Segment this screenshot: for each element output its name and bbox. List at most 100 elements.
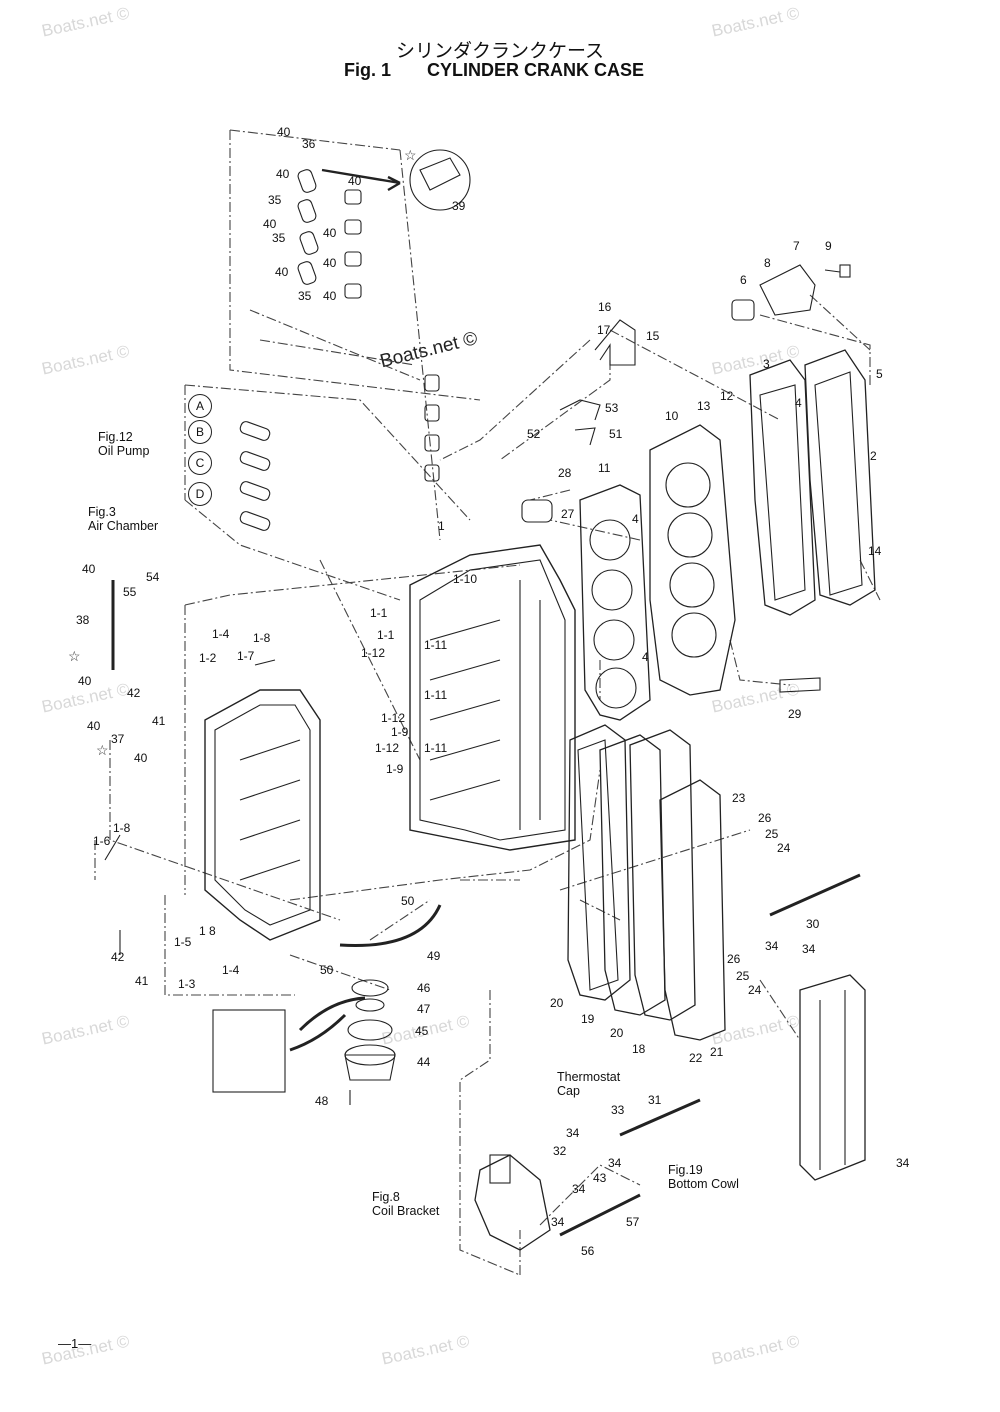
callout: 37: [111, 732, 125, 746]
callout: 34: [896, 1156, 910, 1170]
callout: 1-3: [178, 977, 196, 991]
callout: 24: [777, 841, 791, 855]
callout: 1-10: [453, 572, 478, 586]
callout: 16: [598, 300, 612, 314]
callout: 11: [598, 461, 611, 475]
star-mark: ☆: [96, 742, 109, 758]
callout: 25: [765, 827, 779, 841]
callout: 10: [665, 409, 679, 423]
callout: 17: [597, 323, 611, 337]
circle-ref-d: D: [188, 482, 212, 506]
callout: 13: [697, 399, 711, 413]
callout: 40: [134, 751, 148, 765]
callout: 22: [689, 1051, 703, 1065]
callout: 51: [609, 427, 623, 441]
callout: 29: [788, 707, 802, 721]
callout: 19: [581, 1012, 595, 1026]
star-mark: ☆: [404, 147, 417, 163]
callout: 31: [648, 1093, 662, 1107]
callout: 48: [315, 1094, 329, 1108]
callout: 35: [298, 289, 312, 303]
callout: 46: [417, 981, 431, 995]
callout: 41: [152, 714, 166, 728]
circle-ref-b: B: [188, 420, 212, 444]
callout: 40: [78, 674, 92, 688]
callout: 4: [642, 650, 649, 664]
callout: 20: [610, 1026, 624, 1040]
callout: 40: [276, 167, 290, 181]
callout: 54: [146, 570, 160, 584]
callout: 24: [748, 983, 762, 997]
callout: 1-6: [93, 834, 111, 848]
callout: 26: [727, 952, 741, 966]
callout: 1-11: [424, 638, 448, 652]
callout: 1-1: [370, 606, 388, 620]
callout: 1-12: [375, 741, 400, 755]
callout: 1-8: [113, 821, 131, 835]
callout: 15: [646, 329, 660, 343]
callout: 43: [593, 1171, 607, 1185]
callout: 9: [825, 239, 832, 253]
callout: 1-1: [377, 628, 395, 642]
star-mark: ☆: [68, 648, 81, 664]
callout: 40: [87, 719, 101, 733]
callout: 45: [415, 1024, 429, 1038]
callout: 4: [632, 512, 639, 526]
callout: 42: [111, 950, 125, 964]
callout: 40: [323, 256, 337, 270]
callout: 39: [452, 199, 466, 213]
callout: 1-8: [253, 631, 271, 645]
callout: 1-5: [174, 935, 192, 949]
callout: 21: [710, 1045, 724, 1059]
callout: 36: [302, 137, 316, 151]
callout: 52: [527, 427, 541, 441]
callout: 1-12: [381, 711, 406, 725]
callout: 1: [438, 519, 445, 533]
callout: 35: [272, 231, 286, 245]
callout: 47: [417, 1002, 431, 1016]
callout: 35: [268, 193, 282, 207]
callout: 7: [793, 239, 800, 253]
callout: 50: [401, 894, 415, 908]
callout: 30: [806, 917, 820, 931]
callout: 56: [581, 1244, 595, 1258]
callout: 2: [870, 449, 877, 463]
callout: 32: [553, 1144, 567, 1158]
callout: 14: [868, 544, 882, 558]
callout: 34: [802, 942, 816, 956]
callout: 1-4: [212, 627, 230, 641]
page-number: —1—: [58, 1336, 92, 1351]
callout: 1-11: [424, 741, 448, 755]
callout: 1-7: [237, 649, 255, 663]
callout: 40: [348, 174, 362, 188]
callout: 23: [732, 791, 746, 805]
callout: 25: [736, 969, 750, 983]
callout: 42: [127, 686, 141, 700]
callout: 1-9: [391, 725, 409, 739]
callout: 41: [135, 974, 149, 988]
callout: 5: [876, 367, 883, 381]
callout: 40: [263, 217, 277, 231]
callout: 40: [323, 289, 337, 303]
callout: 40: [82, 562, 96, 576]
callout: 6: [740, 273, 747, 287]
callout: 34: [572, 1182, 586, 1196]
callout: 1 8: [199, 924, 216, 938]
figure-title: CYLINDER CRANK CASE: [427, 60, 645, 80]
callout: 3: [763, 357, 770, 371]
callout: 1-9: [386, 762, 404, 776]
figure-number: Fig. 1: [344, 60, 392, 80]
callout: 34: [551, 1215, 565, 1229]
circle-ref-c: C: [188, 451, 212, 475]
circle-ref-a: A: [188, 394, 212, 418]
callout: 40: [275, 265, 289, 279]
callout: 1-12: [361, 646, 386, 660]
callout: 33: [611, 1103, 625, 1117]
